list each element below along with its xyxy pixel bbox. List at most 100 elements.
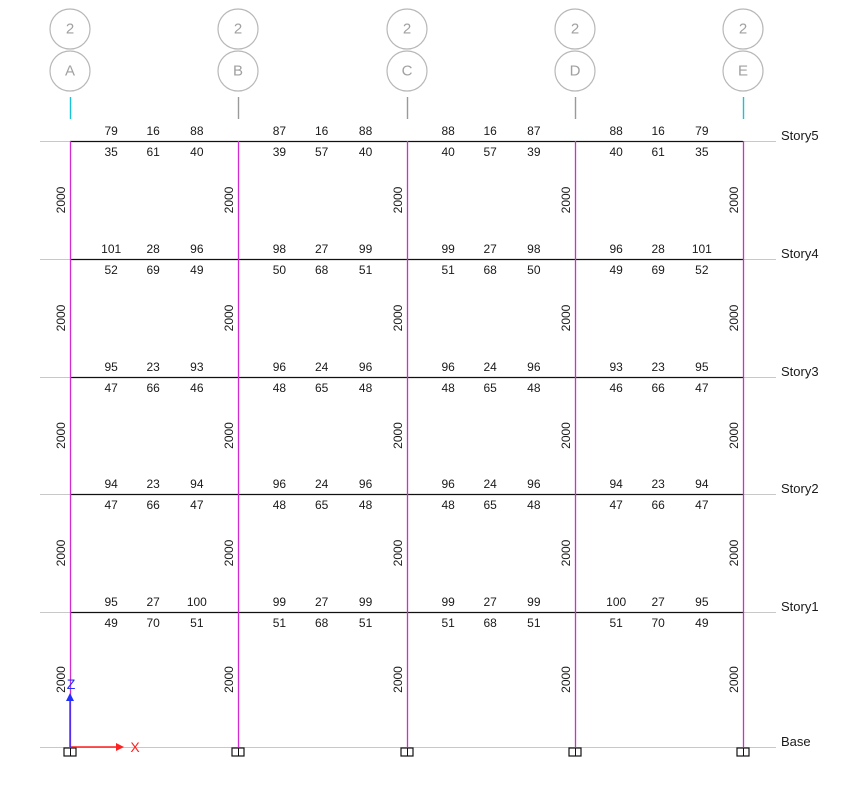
beam-value-below: 65 — [483, 498, 497, 512]
beam-value-below: 49 — [609, 263, 623, 277]
grid-bubble-top[interactable] — [722, 8, 764, 50]
column-length-label: 2000 — [222, 539, 236, 566]
beam-value-below: 40 — [190, 145, 204, 159]
beam-value-above: 95 — [695, 595, 709, 609]
column-length-label: 2000 — [559, 304, 573, 331]
beam-value-below: 61 — [146, 145, 160, 159]
beam-value-above: 99 — [359, 595, 373, 609]
z-axis-label: Z — [67, 676, 76, 692]
beam-value-above: 24 — [315, 477, 329, 491]
column-length-label: 2000 — [559, 666, 573, 693]
column-length-label: 2000 — [727, 422, 741, 449]
beam-value-above: 95 — [104, 595, 118, 609]
beam-value-above: 27 — [483, 242, 497, 256]
beam-value-below: 65 — [483, 381, 497, 395]
grid-bubble-bottom[interactable] — [722, 50, 764, 92]
beam-value-below: 70 — [146, 616, 160, 630]
beam-value-above: 88 — [190, 124, 204, 138]
beam-value-below: 40 — [359, 145, 373, 159]
beam-value-below: 40 — [609, 145, 623, 159]
beam-value-below: 51 — [273, 616, 287, 630]
beam-value-below: 35 — [695, 145, 709, 159]
beam-value-below: 48 — [273, 381, 287, 395]
beam-value-above: 96 — [359, 360, 373, 374]
beam-value-below: 47 — [190, 498, 204, 512]
grid-bubble-bottom-label: D — [570, 63, 581, 80]
grid-bubble-top-label: 2 — [66, 21, 74, 38]
grid-bubble-top[interactable] — [217, 8, 259, 50]
grid-bubble-bottom[interactable] — [49, 50, 91, 92]
grid-bubble-bottom[interactable] — [386, 50, 428, 92]
beam-value-below: 48 — [527, 498, 541, 512]
beam-value-above: 100 — [187, 595, 207, 609]
beam-value-below: 66 — [651, 381, 665, 395]
beam-value-below: 51 — [609, 616, 623, 630]
beam-value-below: 68 — [483, 263, 497, 277]
grid-bubble-bottom-label: B — [233, 63, 243, 80]
grid-bubble-top[interactable] — [49, 8, 91, 50]
column-length-label: 2000 — [391, 666, 405, 693]
column-length-label: 2000 — [54, 304, 68, 331]
beam-value-above: 99 — [527, 595, 541, 609]
beam-value-above: 28 — [651, 242, 665, 256]
beam-value-above: 27 — [146, 595, 160, 609]
beam-value-above: 79 — [104, 124, 118, 138]
beam-value-above: 16 — [651, 124, 665, 138]
beam-value-below: 57 — [483, 145, 497, 159]
beam-value-above: 16 — [146, 124, 160, 138]
beam-value-below: 51 — [359, 616, 373, 630]
beam-value-below: 35 — [104, 145, 118, 159]
beam-value-below: 65 — [315, 381, 329, 395]
column-length-label: 2000 — [54, 422, 68, 449]
grid-bubble-bottom[interactable] — [217, 50, 259, 92]
beam-value-below: 49 — [104, 616, 118, 630]
beam-value-above: 98 — [273, 242, 287, 256]
beam-value-above: 93 — [190, 360, 204, 374]
column-length-label: 2000 — [54, 539, 68, 566]
beam-value-below: 68 — [315, 616, 329, 630]
beam-value-below: 48 — [359, 381, 373, 395]
beam-value-above: 16 — [483, 124, 497, 138]
beam-value-above: 99 — [273, 595, 287, 609]
story-label-story3: Story3 — [781, 364, 819, 379]
beam-value-above: 99 — [441, 242, 455, 256]
story-label-story1: Story1 — [781, 599, 819, 614]
beam-value-below: 70 — [651, 616, 665, 630]
beam-value-below: 52 — [104, 263, 118, 277]
beam-value-above: 99 — [359, 242, 373, 256]
beam-value-above: 95 — [104, 360, 118, 374]
beam-value-below: 52 — [695, 263, 709, 277]
beam-value-above: 24 — [483, 360, 497, 374]
story-label-story5: Story5 — [781, 128, 819, 143]
beam-value-below: 66 — [146, 498, 160, 512]
beam-value-above: 23 — [651, 477, 665, 491]
grid-bubble-bottom[interactable] — [554, 50, 596, 92]
column-length-label: 2000 — [559, 422, 573, 449]
grid-bubble-top[interactable] — [554, 8, 596, 50]
column-length-label: 2000 — [727, 539, 741, 566]
beam-value-below: 69 — [651, 263, 665, 277]
beam-value-below: 65 — [315, 498, 329, 512]
grid-bubble-bottom-label: E — [738, 63, 748, 80]
beam-value-below: 57 — [315, 145, 329, 159]
beam-value-below: 46 — [190, 381, 204, 395]
beam-value-above: 16 — [315, 124, 329, 138]
beam-value-below: 48 — [273, 498, 287, 512]
beam-value-above: 96 — [190, 242, 204, 256]
column-length-label: 2000 — [391, 186, 405, 213]
beam-value-below: 51 — [527, 616, 541, 630]
beam-value-above: 94 — [104, 477, 118, 491]
beam-value-above: 24 — [483, 477, 497, 491]
beam-value-below: 51 — [190, 616, 204, 630]
beam-value-above: 98 — [527, 242, 541, 256]
beam-value-above: 88 — [441, 124, 455, 138]
beam-value-below: 50 — [273, 263, 287, 277]
beam-value-above: 27 — [483, 595, 497, 609]
beam-value-above: 96 — [441, 360, 455, 374]
beam-value-above: 88 — [609, 124, 623, 138]
column-length-label: 2000 — [391, 304, 405, 331]
beam-value-below: 66 — [146, 381, 160, 395]
grid-bubble-top[interactable] — [386, 8, 428, 50]
